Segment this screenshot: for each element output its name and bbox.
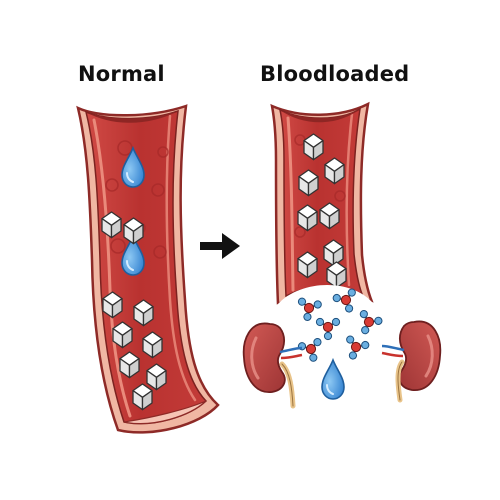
- water-drop-icon: [121, 233, 145, 276]
- sugar-cube-icon: [297, 251, 318, 279]
- red-cell: [157, 146, 169, 158]
- molecule-icon: [332, 288, 356, 313]
- bloodloaded-sugar-cubes: [297, 133, 347, 289]
- sugar-cube-icon: [101, 211, 122, 239]
- bloodloaded-vessel: [270, 101, 375, 306]
- sugar-cube-icon: [319, 202, 340, 230]
- red-cell: [110, 238, 126, 254]
- red-cell: [151, 183, 165, 197]
- normal-title: Normal: [78, 62, 165, 86]
- normal-water-drops: [121, 145, 145, 276]
- sugar-cube-icon: [123, 217, 144, 245]
- right-arrow-icon: [200, 233, 240, 259]
- sugar-cube-icon: [112, 321, 133, 349]
- red-cell: [334, 190, 346, 202]
- molecule-icon: [315, 317, 341, 341]
- sugar-cube-icon: [326, 261, 347, 289]
- molecule-icon: [297, 337, 322, 362]
- sugar-cube-icon: [324, 157, 345, 185]
- kidney-icon: [381, 320, 442, 403]
- molecule-icon: [359, 309, 383, 335]
- sugar-cube-icon: [119, 351, 140, 379]
- sugar-cube-icon: [298, 169, 319, 197]
- sugar-cube-icon: [142, 331, 163, 359]
- sugar-cube-icon: [146, 363, 167, 391]
- red-cell: [105, 178, 119, 192]
- normal-sugar-cubes: [101, 211, 167, 411]
- red-cell: [117, 140, 133, 156]
- sugar-cube-icon: [102, 291, 123, 319]
- sugar-cube-icon: [303, 133, 324, 161]
- sugar-cube-icon: [133, 299, 154, 327]
- red-cell: [294, 226, 306, 238]
- molecule-icon: [346, 335, 370, 360]
- red-cell: [153, 245, 167, 259]
- water-drop-icon: [321, 357, 345, 400]
- molecule-icon: [297, 297, 322, 321]
- kidney-icon: [242, 322, 303, 409]
- sugar-cube-icon: [297, 204, 318, 232]
- bloodloaded-molecules: [297, 288, 383, 362]
- bloodloaded-title: Bloodloaded: [260, 62, 410, 86]
- sugar-cube-icon: [132, 383, 153, 411]
- water-drop-icon: [121, 145, 145, 188]
